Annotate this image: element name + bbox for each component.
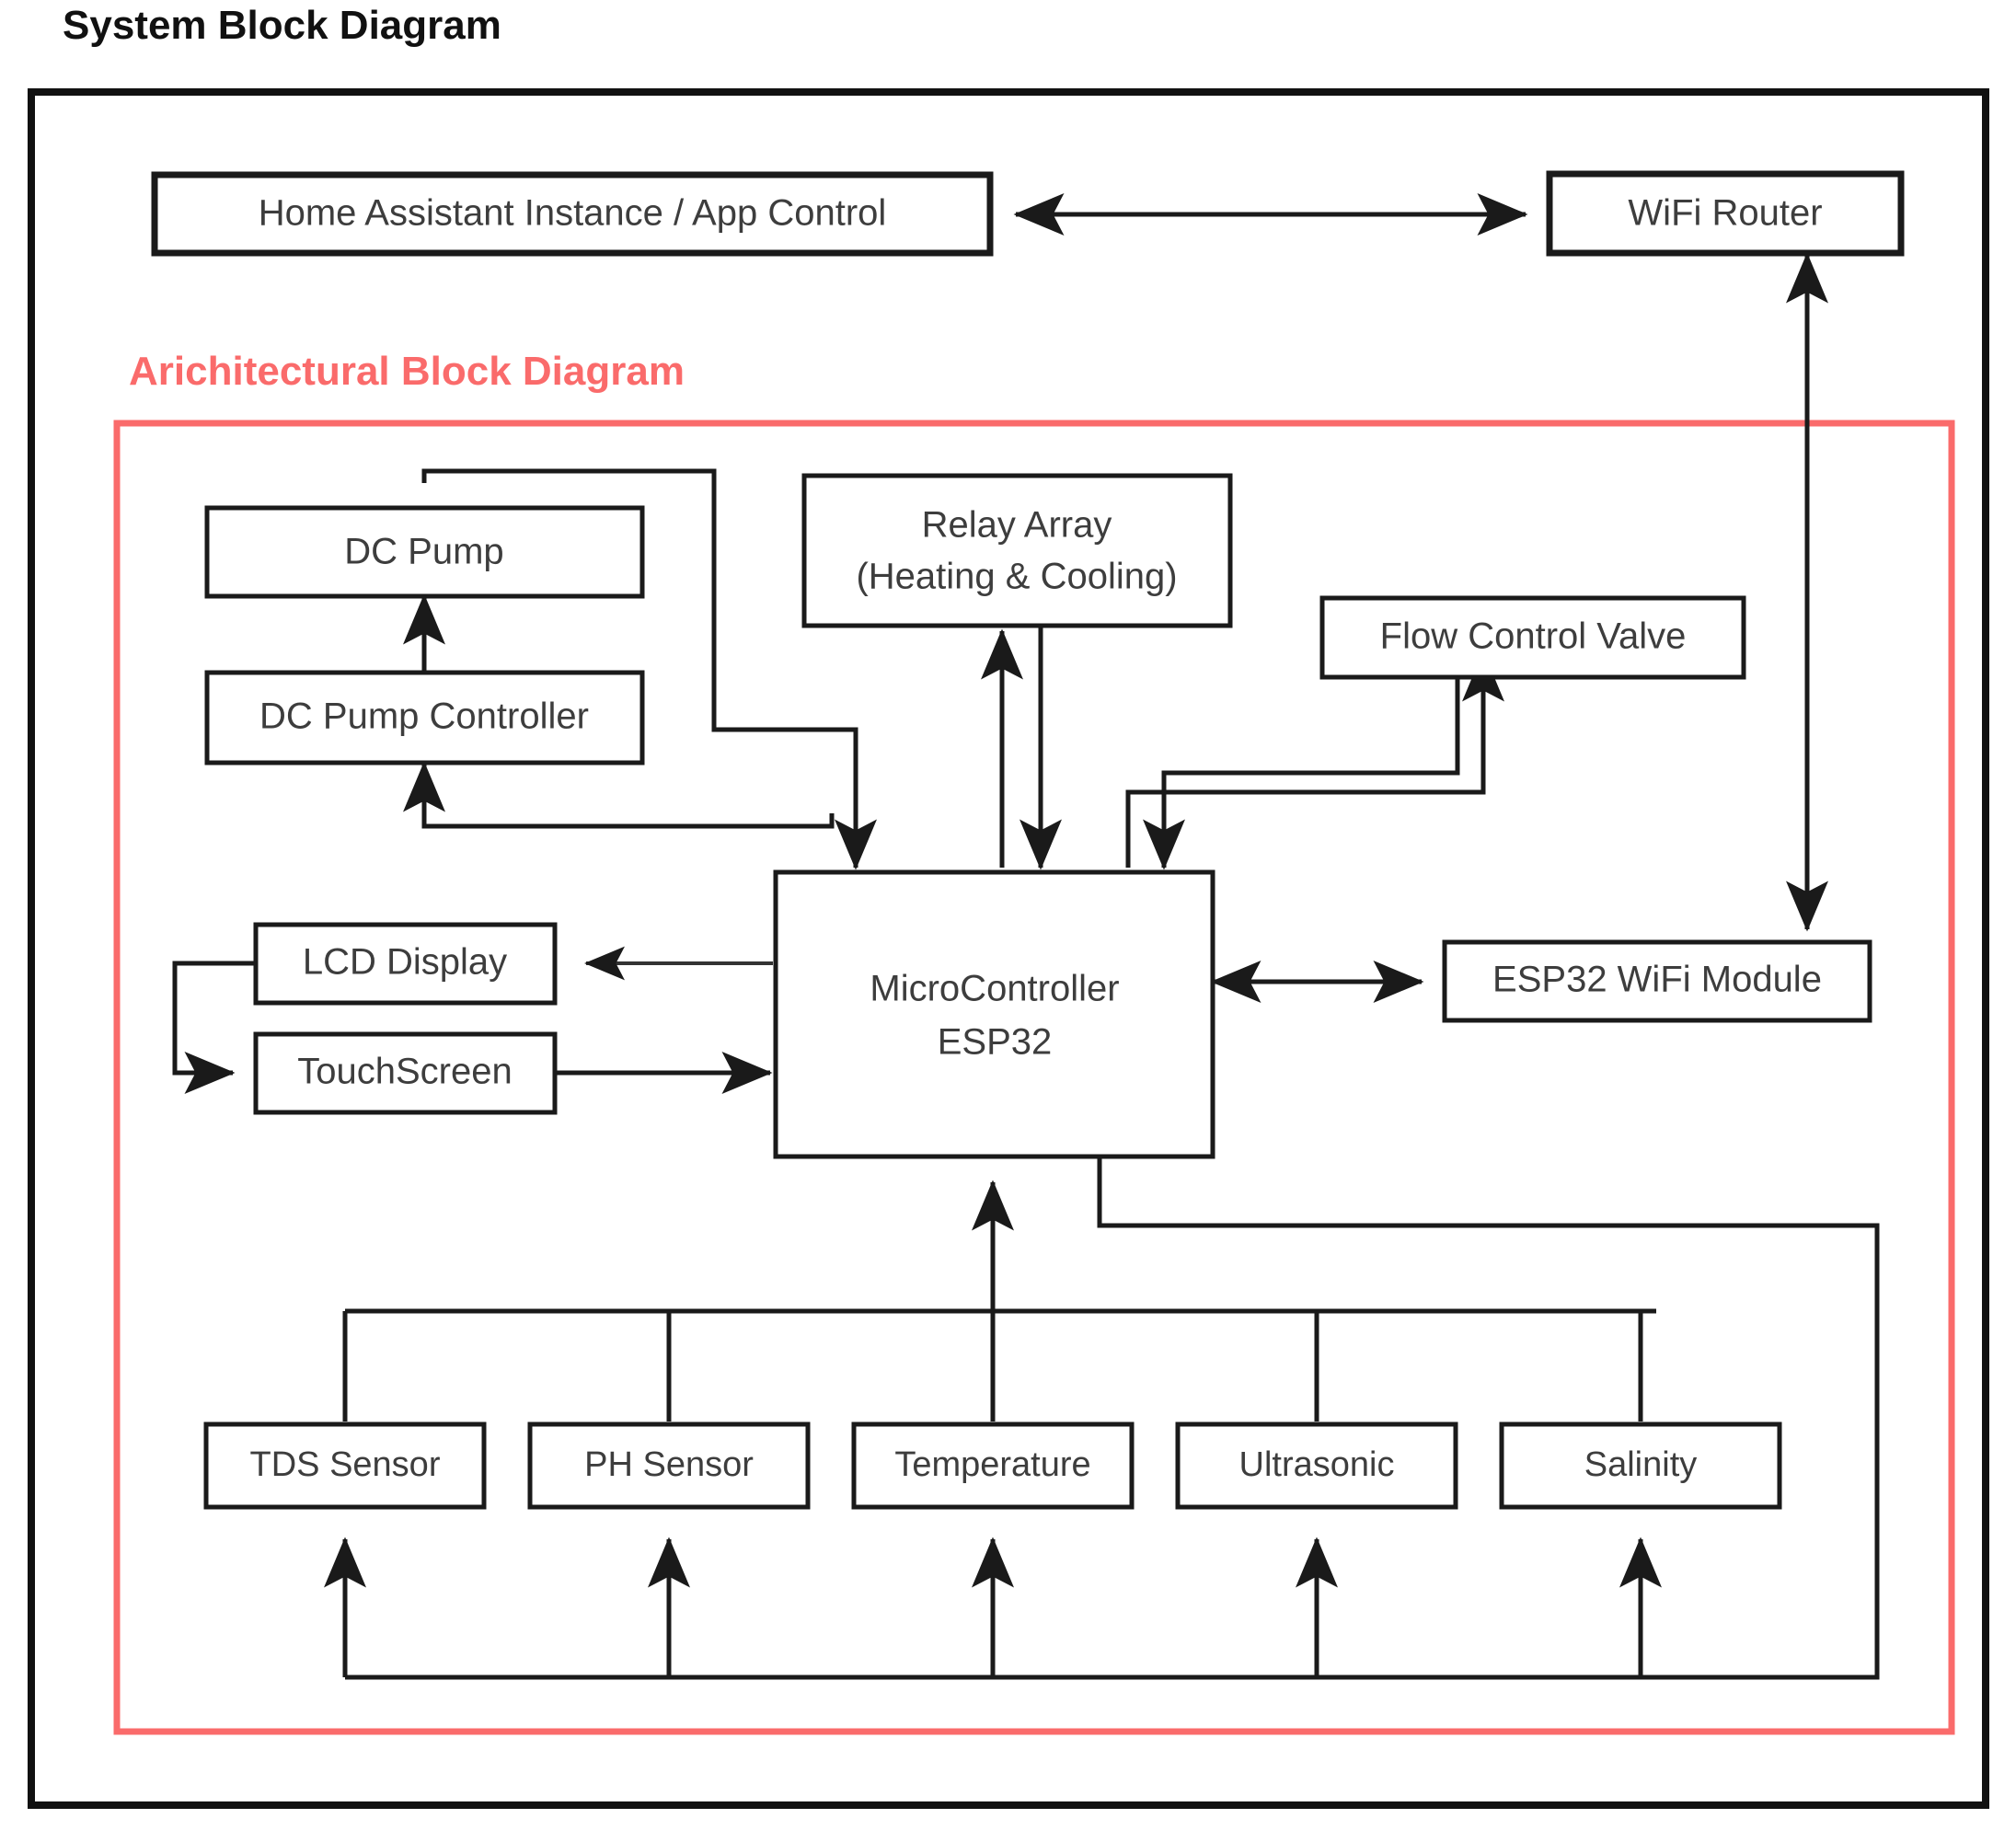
block-dc-pump-controller-label: DC Pump Controller	[259, 696, 589, 737]
block-flow-control-valve[interactable]: Flow Control Valve	[1319, 595, 1746, 680]
block-relay-array[interactable]: Relay Array (Heating & Cooling)	[801, 473, 1233, 628]
block-wifi-router-label: WiFi Router	[1628, 193, 1822, 234]
sensor-return-bus	[345, 1157, 1880, 1680]
block-sensor-salinity-label: Salinity	[1584, 1445, 1698, 1484]
block-microcontroller[interactable]: MicroController ESP32	[773, 869, 1215, 1159]
block-sensor-tds[interactable]: TDS Sensor	[203, 1421, 487, 1510]
block-microcontroller-label-line2: ESP32	[938, 1022, 1053, 1063]
connector-microcontroller-to-pump-controller	[403, 761, 835, 829]
block-dc-pump-label: DC Pump	[344, 532, 503, 572]
block-dc-pump-controller[interactable]: DC Pump Controller	[204, 670, 645, 765]
block-home-assistant-label: Home Assistant Instance / App Control	[259, 193, 887, 234]
block-sensor-ph-label: PH Sensor	[584, 1445, 754, 1484]
architectural-frame	[113, 420, 1955, 1735]
page-title: System Block Diagram	[63, 3, 501, 48]
block-relay-array-label-line1: Relay Array	[922, 505, 1112, 546]
block-microcontroller-label-line1: MicroController	[870, 969, 1119, 1009]
block-esp32-wifi-module-label: ESP32 WiFi Module	[1492, 960, 1822, 1000]
block-sensor-temperature-label: Temperature	[894, 1445, 1090, 1484]
block-sensor-temperature[interactable]: Temperature	[851, 1421, 1135, 1510]
connector-microcontroller-to-flow-valve	[1125, 650, 1504, 868]
block-sensor-ph[interactable]: PH Sensor	[527, 1421, 811, 1510]
block-home-assistant[interactable]: Home Assistant Instance / App Control	[151, 171, 994, 257]
block-lcd-display-label: LCD Display	[303, 942, 507, 983]
block-sensor-salinity[interactable]: Salinity	[1499, 1421, 1782, 1510]
block-relay-array-label-line2: (Heating & Cooling)	[856, 557, 1177, 597]
connector-pump-to-microcontroller	[421, 468, 877, 870]
block-touchscreen-label: TouchScreen	[297, 1052, 512, 1092]
block-lcd-display[interactable]: LCD Display	[253, 922, 558, 1006]
section-title: Arichitectural Block Diagram	[129, 349, 685, 394]
block-esp32-wifi-module[interactable]: ESP32 WiFi Module	[1442, 939, 1872, 1023]
block-sensor-tds-label: TDS Sensor	[250, 1445, 441, 1484]
block-sensor-ultrasonic[interactable]: Ultrasonic	[1175, 1421, 1458, 1510]
block-wifi-router[interactable]: WiFi Router	[1546, 170, 1905, 257]
connector-flow-valve-to-microcontroller	[1143, 648, 1460, 870]
block-touchscreen[interactable]: TouchScreen	[253, 1031, 558, 1115]
outer-frame	[28, 88, 1989, 1809]
connection-layer	[172, 193, 1880, 1680]
connector-lcd-to-touchscreen	[172, 961, 256, 1094]
block-flow-control-valve-label: Flow Control Valve	[1380, 616, 1687, 657]
block-dc-pump[interactable]: DC Pump	[204, 505, 645, 599]
block-sensor-ultrasonic-label: Ultrasonic	[1239, 1445, 1395, 1484]
